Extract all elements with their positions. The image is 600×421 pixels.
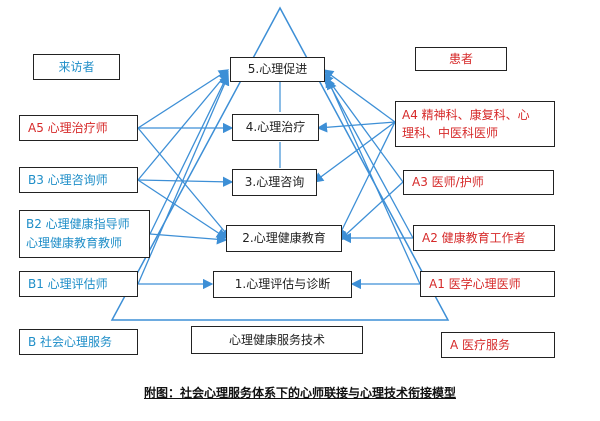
- a4-label-line2: 理科、中医科医师: [402, 125, 499, 140]
- a2-label: A2 健康教育工作者: [422, 230, 526, 245]
- level-4-box: 4.心理治疗: [232, 114, 319, 141]
- b-social-service-label: B 社会心理服务: [28, 334, 113, 349]
- level-1-label: 1.心理评估与诊断: [234, 277, 331, 291]
- visitor-header-label: 来访者: [58, 59, 95, 74]
- a-medical-service-box: A 医疗服务: [441, 332, 555, 358]
- arrow-a4-to-2: [337, 121, 396, 240]
- b2-box: B2 心理健康指导师 心理健康教育教师: [19, 210, 150, 258]
- b1-box: B1 心理评估师: [19, 271, 138, 297]
- level-2-label: 2.心理健康教育: [242, 231, 326, 245]
- b2-label-line2: 心理健康教育教师: [26, 236, 123, 250]
- a1-label: A1 医学心理医师: [429, 276, 521, 291]
- arrow-b3-to-5: [137, 71, 229, 181]
- arrow-b3-to-2: [137, 179, 228, 239]
- a3-label: A3 医师/护师: [412, 175, 484, 189]
- arrow-a1-to-5: [327, 78, 421, 285]
- arrow-a5-to-2: [137, 127, 231, 239]
- base-box: 心理健康服务技术: [191, 326, 363, 354]
- visitor-header-box: 来访者: [33, 54, 120, 80]
- a4-label-line1: A4 精神科、康复科、心: [402, 107, 530, 122]
- pyramid-outline: [110, 6, 450, 321]
- left-connector-group: [137, 69, 234, 290]
- b3-box: B3 心理咨询师: [19, 167, 138, 193]
- b1-label: B1 心理评估师: [28, 276, 108, 291]
- b-social-service-box: B 社会心理服务: [19, 329, 138, 355]
- right-connector-group: [312, 69, 421, 290]
- patient-header-box: 患者: [415, 47, 507, 71]
- a2-box: A2 健康教育工作者: [413, 225, 555, 251]
- patient-header-label: 患者: [448, 51, 473, 66]
- b2-label-line1: B2 心理健康指导师: [26, 217, 130, 231]
- level-4-label: 4.心理治疗: [245, 120, 306, 134]
- b3-label: B3 心理咨询师: [28, 172, 108, 187]
- arrow-a4-to-5: [322, 69, 396, 123]
- arrow-b1-to-5: [137, 74, 230, 285]
- arrow-a3-to-2: [339, 181, 404, 241]
- a5-label: A5 心理治疗师: [28, 120, 108, 135]
- level-3-box: 3.心理咨询: [232, 169, 317, 196]
- a-medical-service-label: A 医疗服务: [450, 337, 511, 352]
- arrow-a4-to-4: [316, 121, 396, 133]
- arrow-b3-to-3: [137, 176, 234, 188]
- level-5-box: 5.心理促进: [230, 57, 325, 82]
- arrow-b2-to-5: [149, 72, 229, 235]
- arrow-b2-to-2: [149, 233, 228, 245]
- level-1-box: 1.心理评估与诊断: [213, 271, 352, 298]
- arrow-a5-to-5: [137, 69, 230, 129]
- a5-box: A5 心理治疗师: [19, 115, 138, 141]
- a4-box: A4 精神科、康复科、心 理科、中医科医师: [395, 101, 555, 147]
- level-3-label: 3.心理咨询: [244, 175, 305, 189]
- arrow-a4-to-3: [312, 121, 396, 183]
- figure-caption: 附图：社会心理服务体系下的心师联接与心理技术衔接模型: [143, 386, 456, 400]
- base-label: 心理健康服务技术: [228, 332, 325, 347]
- arrow-a2-to-5: [325, 76, 414, 239]
- arrow-a3-to-5: [323, 72, 404, 183]
- level-2-box: 2.心理健康教育: [226, 225, 342, 252]
- level-5-label: 5.心理促进: [247, 62, 308, 76]
- a1-box: A1 医学心理医师: [420, 271, 555, 297]
- a3-box: A3 医师/护师: [403, 170, 554, 195]
